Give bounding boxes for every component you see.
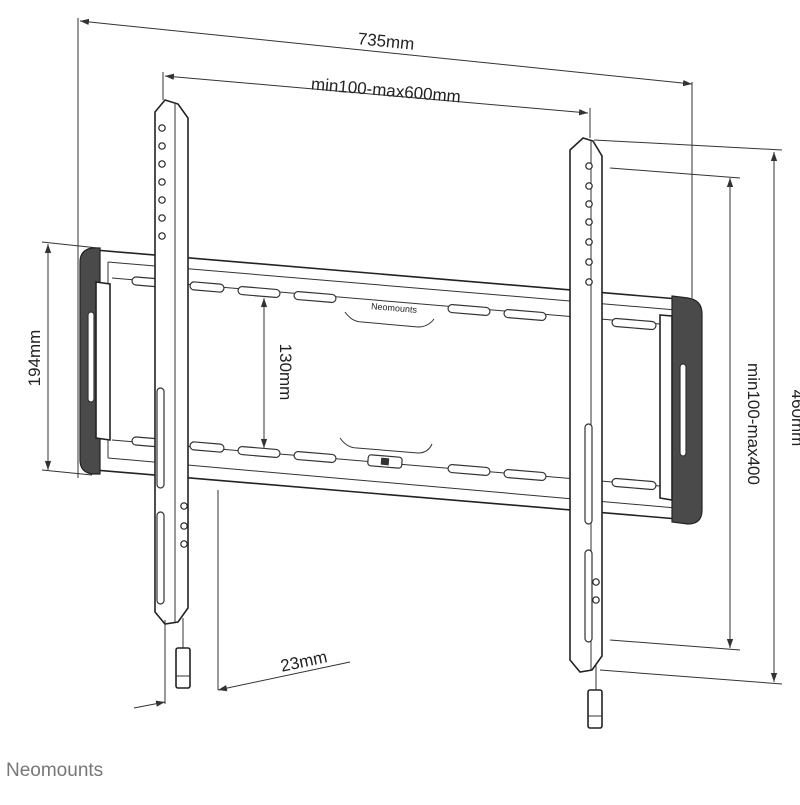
- vesa-height-dimension: min100-max400: [609, 167, 763, 651]
- left-safety-lock: [175, 647, 191, 689]
- crossbar-slots-top: [131, 276, 657, 331]
- left-arm-holes: [158, 124, 188, 548]
- crossbar: Neomounts: [94, 249, 691, 521]
- right-vertical-arm: [569, 137, 603, 729]
- left-end-pad: [79, 247, 111, 475]
- vesa-width-label: min100-max600mm: [310, 74, 461, 106]
- crossbar-slots-bottom: [131, 436, 657, 491]
- brand-logo: Neomounts: [6, 760, 103, 781]
- vesa-width-dimension: min100-max600mm: [162, 72, 591, 138]
- right-arm-holes: [585, 162, 600, 604]
- left-vertical-arm: [154, 99, 191, 689]
- height-inner-label: 130mm: [276, 344, 295, 401]
- vesa-height-label: min100-max400: [744, 363, 763, 485]
- height-inner-dimension: 130mm: [260, 298, 295, 448]
- overall-height-label: 460mm: [788, 390, 800, 447]
- overall-height-dimension: 460mm: [593, 139, 800, 685]
- height-left-label: 194mm: [25, 330, 44, 387]
- right-safety-lock: [587, 689, 603, 729]
- height-left-dimension: 194mm: [25, 241, 99, 476]
- right-end-pad: [659, 295, 703, 525]
- product-logo: Neomounts: [371, 301, 418, 315]
